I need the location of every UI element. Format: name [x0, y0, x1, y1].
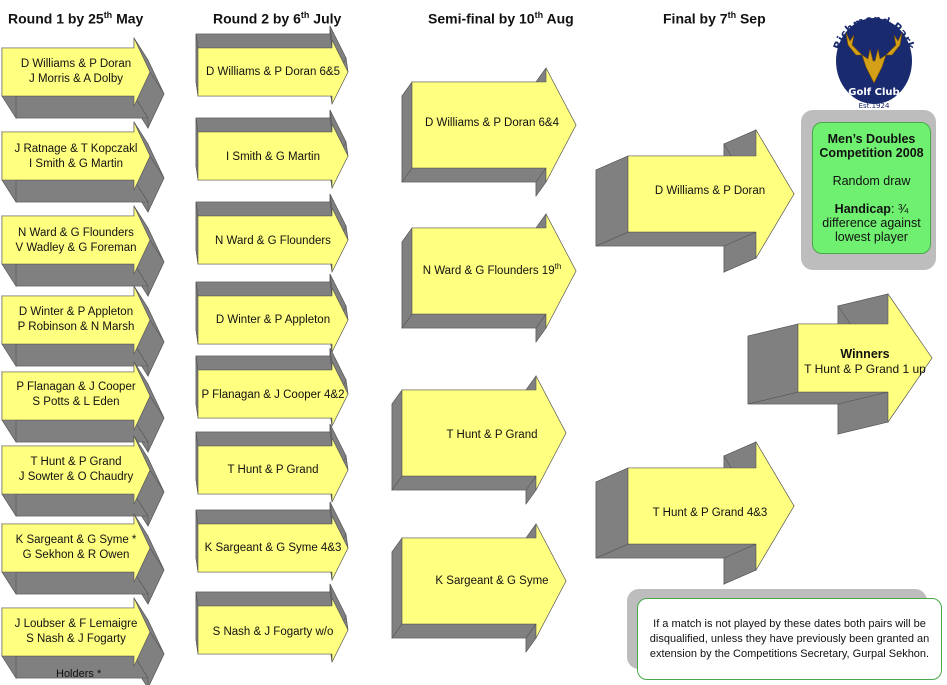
round2-arrow-6-face — [197, 437, 349, 503]
round1-match-7: K Sargeant & G Syme *G Sekhon & R Owen — [15, 534, 137, 561]
round1-arrow-3-side-5 — [1, 263, 149, 287]
round2-match-3: N Ward & G Flounders — [215, 234, 331, 247]
semifinal-arrow-1-side-6 — [401, 81, 413, 183]
holders-footnote: Holders * — [56, 668, 102, 680]
round2-arrow-5-face — [197, 361, 349, 427]
final-match-1: D Williams & P Doran — [654, 184, 766, 197]
semifinal-match-1: D Williams & P Doran 6&4 — [425, 116, 559, 129]
round2-arrow-1-face — [197, 39, 349, 105]
handicap-line2: difference against — [822, 216, 921, 230]
disqualification-note: If a match is not played by these dates … — [637, 598, 942, 680]
round1-arrow-2-face — [1, 121, 151, 191]
winners-text: T Hunt & P Grand 1 up — [804, 362, 926, 376]
round1-arrow-7-side-5 — [1, 571, 149, 595]
round1-arrow-2-side-5 — [1, 179, 149, 203]
semifinal-arrow-1-face — [411, 67, 577, 183]
round2-arrow-1-side-0 — [195, 33, 333, 49]
semifinal-arrow-3-face — [401, 375, 567, 491]
winners-arrow-face — [797, 293, 933, 423]
round2-match-1: D Williams & P Doran 6&5 — [206, 65, 340, 78]
stag-icon — [845, 32, 903, 84]
round2-arrow-6-side-0 — [195, 431, 333, 447]
round2-arrow-5-side-0 — [195, 355, 333, 371]
draw-type: Random draw — [832, 174, 911, 188]
competition-title-line1: Men’s Doubles — [827, 132, 916, 146]
round1-arrow-5-face — [1, 361, 151, 431]
round2-match-6: T Hunt & P Grand — [227, 463, 319, 476]
semifinal-arrow-2-side-6 — [401, 227, 413, 329]
semifinal-arrow-4-face — [401, 523, 567, 639]
semifinal-arrow-2-face — [411, 213, 577, 329]
final-match-2: T Hunt & P Grand 4&3 — [652, 506, 768, 519]
round1-arrow-7-face — [1, 513, 151, 583]
round1-arrow-1-side-5 — [1, 95, 149, 119]
final-arrow-1-face — [627, 128, 795, 260]
logo-est-text: Est.1924 — [859, 102, 890, 110]
final-arrow-2-face — [627, 440, 795, 572]
header-semi-final: Semi-final by 10th Aug — [428, 10, 574, 27]
round2-arrow-8-face — [197, 597, 349, 663]
semifinal-arrow-4-side-6 — [391, 537, 403, 639]
round2-arrow-2-side-0 — [195, 117, 333, 133]
competition-info-box: Men’s Doubles Competition 2008 Random dr… — [812, 122, 931, 254]
round1-arrow-3-face — [1, 205, 151, 275]
round1-arrow-6-face — [1, 435, 151, 505]
semifinal-arrow-3-side-5 — [391, 475, 537, 491]
round2-arrow-4-face — [197, 287, 349, 353]
semifinal-arrow-3-side-6 — [391, 389, 403, 491]
round1-arrow-6-side-5 — [1, 493, 149, 517]
round2-arrow-7-side-0 — [195, 509, 333, 525]
round2-match-8: S Nash & J Fogarty w/o — [212, 625, 334, 638]
semifinal-arrow-2-side-5 — [401, 313, 547, 329]
final-arrow-2-side-6 — [595, 467, 629, 559]
header-round-1: Round 1 by 25th May — [8, 10, 144, 27]
round2-arrow-7-face — [197, 515, 349, 581]
round2-match-7: K Sargeant & G Syme 4&3 — [204, 541, 342, 554]
header-round-2: Round 2 by 6th July — [213, 10, 342, 27]
round2-arrow-4-side-0 — [195, 281, 333, 297]
round1-arrow-4-side-5 — [1, 343, 149, 367]
round1-arrow-4-face — [1, 285, 151, 355]
header-final: Final by 7th Sep — [663, 10, 766, 27]
logo-bottom-text: Golf Club — [848, 87, 899, 98]
round2-arrow-8-side-0 — [195, 591, 333, 607]
winners-label: Winners — [840, 347, 890, 361]
round2-arrow-3-face — [197, 207, 349, 273]
competition-title-line2: Competition 2008 — [819, 146, 924, 160]
semifinal-arrow-1-side-5 — [401, 167, 547, 183]
semifinal-arrow-4-side-5 — [391, 623, 537, 639]
final-arrow-1-side-6 — [595, 155, 629, 247]
round2-arrow-2-face — [197, 123, 349, 189]
semifinal-match-4: K Sargeant & G Syme — [435, 574, 549, 587]
semifinal-match-3: T Hunt & P Grand — [446, 428, 538, 441]
round1-arrow-5-side-5 — [1, 419, 149, 443]
round2-match-2: I Smith & G Martin — [226, 150, 320, 163]
round2-match-5: P Flanagan & J Cooper 4&2 — [201, 388, 345, 401]
handicap-value: : ¾ — [890, 202, 909, 216]
winners: Winners T Hunt & P Grand 1 up — [790, 344, 940, 380]
club-logo: Richmond Park Golf Club Est.1924 — [831, 13, 917, 110]
handicap-label: Handicap — [834, 202, 891, 216]
round2-match-4: D Winter & P Appleton — [215, 313, 331, 326]
handicap-line3: lowest player — [835, 230, 908, 244]
round2-arrow-3-side-0 — [195, 201, 333, 217]
semifinal-match-2: N Ward & G Flounders 19th — [422, 262, 562, 277]
round1-arrow-8-face — [1, 597, 151, 667]
round1-arrow-1-face — [1, 37, 151, 107]
